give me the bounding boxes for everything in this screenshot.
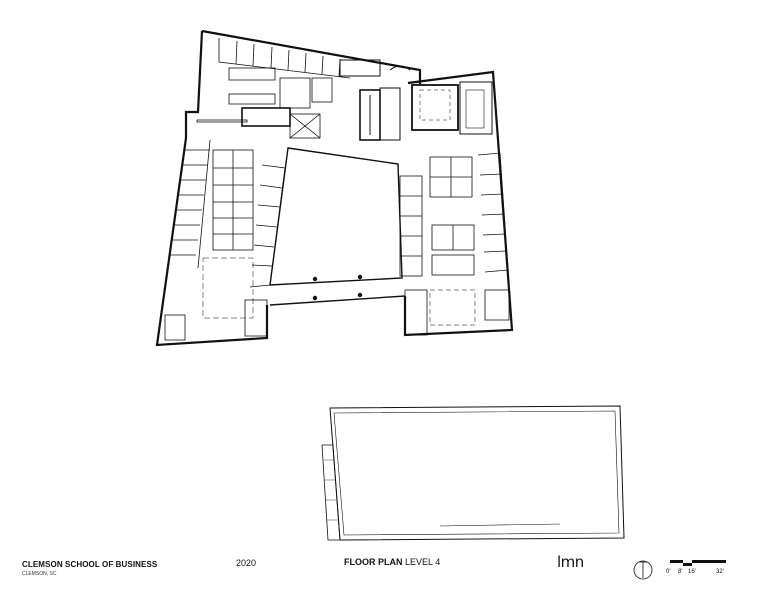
- scale-tick-0: 0': [666, 569, 671, 575]
- firm-logo: lmn: [557, 553, 584, 571]
- project-name: CLEMSON SCHOOL OF BUSINESS: [22, 560, 158, 569]
- scale-bar-icon: [670, 560, 726, 566]
- meeting-rooms: [411, 81, 493, 135]
- scale-tick-32: 32': [716, 569, 724, 575]
- scale-tick-8: 8': [678, 569, 683, 575]
- stair-core: [339, 59, 411, 141]
- sheet-title-level: LEVEL 4: [405, 557, 441, 567]
- courtyard: [269, 147, 406, 306]
- north-offices: [196, 38, 351, 139]
- project-location: CLEMSON, SC: [22, 571, 57, 577]
- scale-tick-16: 16': [688, 569, 696, 575]
- sheet-title: FLOOR PLAN LEVEL 4: [344, 557, 440, 567]
- north-arrow-icon: [633, 560, 653, 580]
- lower-level-outline: [321, 405, 625, 541]
- building-outline: [155, 29, 514, 347]
- sheet-title-bold: FLOOR PLAN: [344, 557, 403, 567]
- west-offices: [164, 139, 286, 341]
- east-offices: [399, 152, 510, 336]
- project-year: 2020: [236, 558, 257, 568]
